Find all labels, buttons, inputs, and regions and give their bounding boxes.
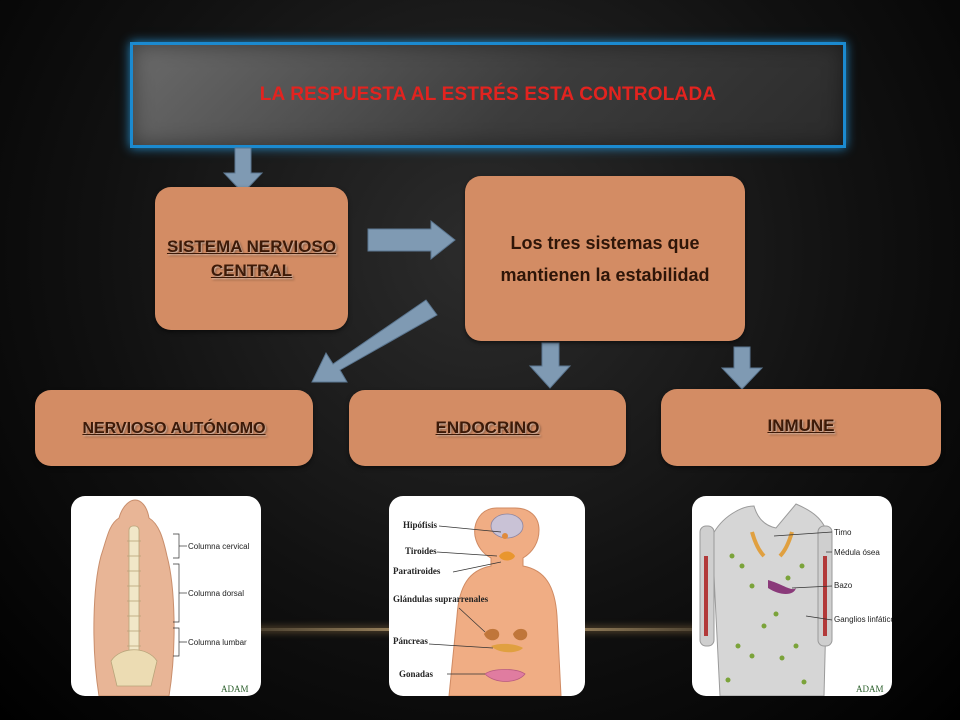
immune-figure: Timo Médula ósea Bazo Ganglios linfático… [699, 503, 892, 696]
node-autonomo-label: NERVIOSO AUTÓNOMO [82, 420, 266, 437]
immune-brand: ADAM [856, 684, 884, 694]
endocrine-label-gonadas: Gonadas [399, 669, 434, 679]
endocrine-label-paratiroides: Paratiroides [393, 566, 441, 576]
title-text: LA RESPUESTA AL ESTRÉS ESTA CONTROLADA [259, 84, 717, 105]
arrow-tres-to-endocrino [528, 342, 572, 389]
node-endocrino-label: ENDOCRINO [435, 418, 540, 437]
spine-brand: ADAM [221, 684, 249, 694]
spine-illustration: Columna cervical Columna dorsal Columna … [71, 496, 261, 696]
node-endocrino: ENDOCRINO [349, 390, 626, 466]
spine-label-lumbar: Columna lumbar [188, 638, 247, 647]
immune-label-ganglios: Ganglios linfáticos [834, 615, 892, 624]
spine-label-dorsal: Columna dorsal [188, 589, 244, 598]
spine-figure: Columna cervical Columna dorsal Columna … [93, 499, 250, 696]
immune-label-medula: Médula ósea [834, 548, 880, 557]
node-tres-sistemas: Los tres sistemas que mantienen la estab… [465, 176, 745, 341]
endocrine-illustration: Hipófisis Tiroides Paratiroides Glándula… [389, 496, 585, 696]
endocrine-label-pancreas: Páncreas [393, 636, 428, 646]
endocrine-label-suprarrenales: Glándulas suprarrenales [393, 594, 489, 604]
title-box: LA RESPUESTA AL ESTRÉS ESTA CONTROLADA [130, 42, 846, 148]
endocrine-label-tiroides: Tiroides [405, 546, 437, 556]
node-nervioso-autonomo: NERVIOSO AUTÓNOMO [35, 390, 313, 466]
immune-illustration: Timo Médula ósea Bazo Ganglios linfático… [692, 496, 892, 696]
endocrine-label-hipofisis: Hipófisis [403, 520, 438, 530]
node-inmune-label: INMUNE [767, 416, 835, 435]
arrow-tres-to-inmune [720, 346, 764, 390]
node-snc-label: SISTEMA NERVIOSO CENTRAL [166, 236, 337, 280]
node-sistema-nervioso-central: SISTEMA NERVIOSO CENTRAL [155, 187, 348, 330]
immune-label-timo: Timo [834, 528, 852, 537]
arrow-snc-to-tres [367, 219, 456, 261]
node-tres-label: Los tres sistemas que mantienen la estab… [500, 232, 710, 285]
immune-label-bazo: Bazo [834, 581, 853, 590]
spine-label-cervical: Columna cervical [188, 542, 250, 551]
node-inmune: INMUNE [661, 389, 941, 466]
endocrine-figure: Hipófisis Tiroides Paratiroides Glándula… [393, 507, 562, 696]
